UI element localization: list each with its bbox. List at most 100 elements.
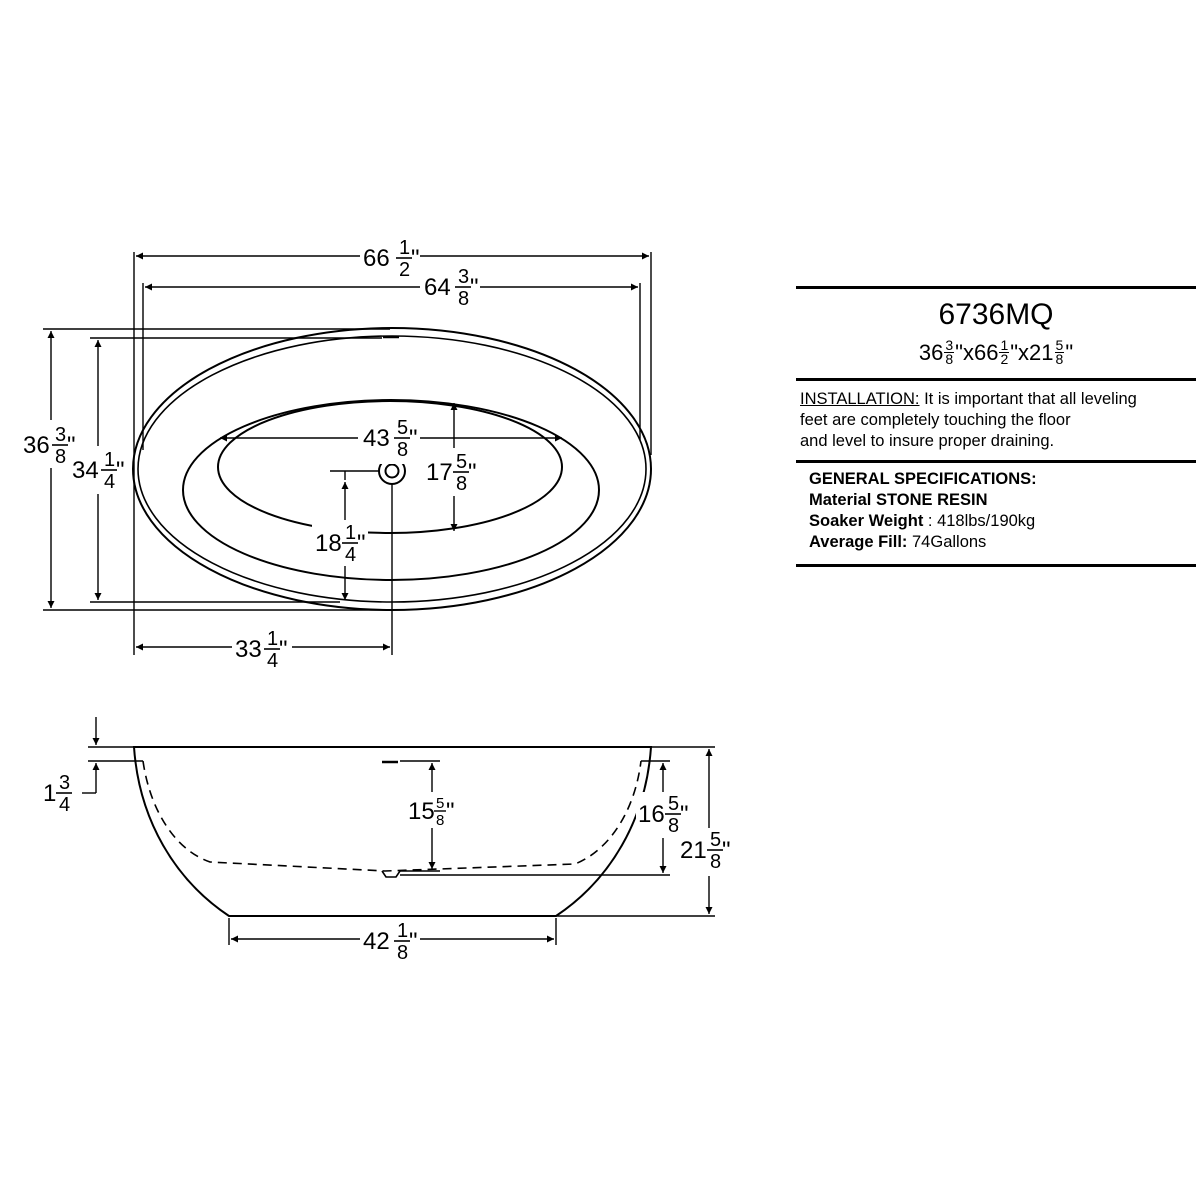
label-overall-height: 21 5 8 " <box>680 829 731 873</box>
svg-text:8: 8 <box>458 288 469 310</box>
side-extension-lines <box>82 746 715 945</box>
svg-text:3: 3 <box>458 266 469 288</box>
svg-text:4: 4 <box>345 544 356 566</box>
specs-heading: GENERAL SPECIFICATIONS: <box>809 470 1037 488</box>
weight-label: Soaker Weight <box>809 512 924 530</box>
drain-inner <box>384 463 400 479</box>
svg-text:1: 1 <box>399 237 410 259</box>
material-value: STONE RESIN <box>871 491 988 509</box>
label-overall-length: 66 1 2 " <box>363 237 420 281</box>
svg-text:5: 5 <box>397 417 408 439</box>
installation-line-1: It is important that all leveling <box>919 390 1137 408</box>
svg-text:8: 8 <box>397 942 408 964</box>
svg-text:66: 66 <box>363 245 390 272</box>
svg-text:8: 8 <box>397 439 408 461</box>
label-interior-depth: 16 5 8 " <box>638 793 689 837</box>
svg-text:": " <box>116 457 125 484</box>
svg-text:": " <box>468 459 477 486</box>
label-rim-lip: 1 3 4 <box>43 772 72 816</box>
svg-text:5: 5 <box>436 795 444 812</box>
svg-text:42: 42 <box>363 928 390 955</box>
installation-line-2: feet are completely touching the floor <box>800 411 1071 429</box>
general-specifications: GENERAL SPECIFICATIONS: Material STONE R… <box>796 463 1196 564</box>
svg-text:18: 18 <box>315 530 342 557</box>
weight-value: : 418lbs/190kg <box>923 512 1036 530</box>
tub-profile-outline <box>132 746 653 917</box>
svg-text:15: 15 <box>408 798 435 825</box>
svg-text:4: 4 <box>267 650 278 672</box>
svg-text:1: 1 <box>43 780 56 807</box>
side-view <box>82 717 715 945</box>
svg-text:36: 36 <box>23 432 50 459</box>
dim-length-whole: 66 <box>973 340 999 365</box>
installation-heading: INSTALLATION: <box>800 390 920 408</box>
svg-text:": " <box>470 274 479 301</box>
svg-text:4: 4 <box>104 471 115 493</box>
svg-text:8: 8 <box>55 446 66 468</box>
svg-text:43: 43 <box>363 425 390 452</box>
top-view-labels: 66 1 2 " 64 3 8 " 36 3 8 " 34 1 4 <box>22 236 480 676</box>
svg-text:3: 3 <box>55 424 66 446</box>
svg-text:": " <box>680 801 689 828</box>
svg-text:": " <box>409 928 418 955</box>
inner-wall-outline <box>182 399 600 581</box>
label-basin-length: 43 5 8 " <box>363 417 418 461</box>
label-overall-width: 36 3 8 " <box>23 424 76 468</box>
fill-value: 74Gallons <box>907 533 987 551</box>
label-drain-offset: 18 1 4 " <box>315 522 366 566</box>
svg-text:1: 1 <box>397 920 408 942</box>
svg-text:": " <box>446 798 455 825</box>
svg-text:": " <box>67 432 76 459</box>
extension-lines <box>43 252 652 655</box>
dim-width-whole: 36 <box>918 340 944 365</box>
label-basin-width: 17 5 8 " <box>426 451 477 495</box>
installation-line-3: and level to insure proper draining. <box>800 432 1055 450</box>
tub-interior-dashed <box>142 760 642 872</box>
svg-text:": " <box>279 636 288 663</box>
basin-floor-outline <box>217 400 563 534</box>
svg-text:": " <box>722 837 731 864</box>
side-drain-mark <box>381 870 401 878</box>
svg-text:33: 33 <box>235 636 262 663</box>
label-base-length: 42 1 8 " <box>363 920 418 964</box>
top-rule <box>796 286 1196 289</box>
svg-text:16: 16 <box>638 801 665 828</box>
top-view <box>43 252 652 655</box>
svg-text:": " <box>411 245 420 272</box>
svg-text:": " <box>357 530 366 557</box>
label-drain-center: 33 1 4 " <box>235 628 288 672</box>
dim-height-whole: 21 <box>1029 340 1054 365</box>
svg-text:34: 34 <box>72 457 99 484</box>
svg-text:4: 4 <box>59 794 70 816</box>
installation-note: INSTALLATION: It is important that all l… <box>796 381 1196 460</box>
side-view-labels: 1 3 4 15 5 8 " 16 5 8 " 21 5 8 " <box>43 772 734 966</box>
svg-text:8: 8 <box>668 815 679 837</box>
svg-text:": " <box>409 425 418 452</box>
label-rim-width: 34 1 4 " <box>72 449 125 493</box>
svg-text:17: 17 <box>426 459 453 486</box>
svg-text:8: 8 <box>710 851 721 873</box>
svg-text:1: 1 <box>267 628 278 650</box>
svg-text:3: 3 <box>59 772 70 794</box>
svg-text:64: 64 <box>424 274 451 301</box>
svg-text:5: 5 <box>710 829 721 851</box>
svg-text:1: 1 <box>104 449 115 471</box>
svg-text:8: 8 <box>436 812 444 829</box>
material-label: Material <box>809 491 872 509</box>
label-rim-length: 64 3 8 " <box>424 266 479 310</box>
fill-label: Average Fill: <box>809 533 908 551</box>
svg-text:8: 8 <box>456 473 467 495</box>
mid-rule-2 <box>796 460 1196 463</box>
svg-text:5: 5 <box>668 793 679 815</box>
model-number: 6736MQ <box>938 298 1054 331</box>
svg-text:2: 2 <box>399 259 410 281</box>
svg-text:5: 5 <box>456 451 467 473</box>
svg-text:21: 21 <box>680 837 707 864</box>
mid-rule-1 <box>796 378 1196 381</box>
